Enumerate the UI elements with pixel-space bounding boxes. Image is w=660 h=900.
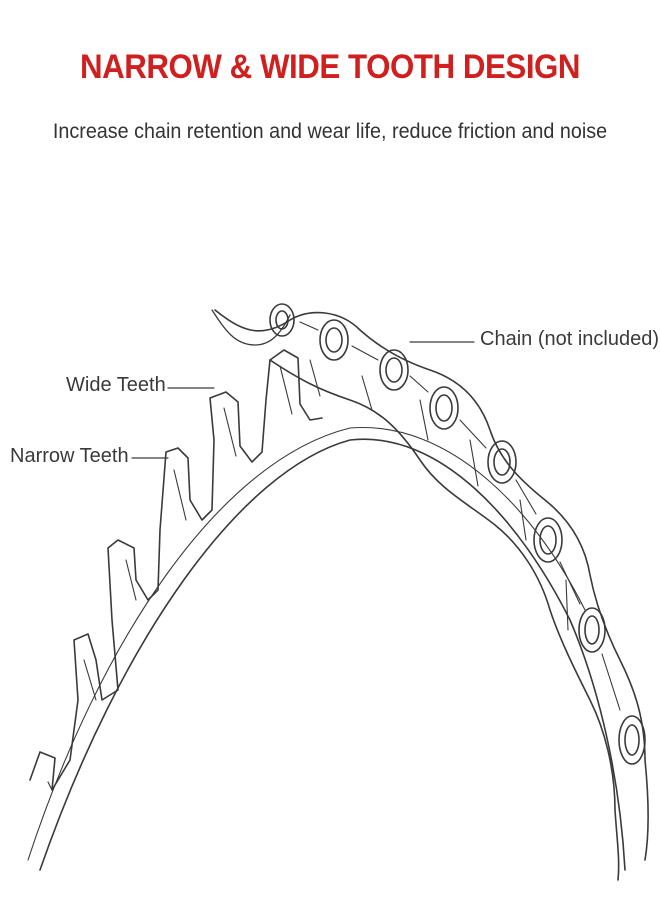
chainring-inner-bevel (27, 426, 586, 861)
chain-label: Chain (not included) (480, 328, 659, 350)
chain-inner-edge (269, 359, 620, 881)
chain-outer-edge (214, 309, 649, 861)
wide-teeth-label: Wide Teeth (66, 374, 166, 396)
narrow-teeth-label: Narrow Teeth (10, 445, 129, 467)
page-subtitle: Increase chain retention and wear life, … (52, 120, 608, 143)
chain-rollers (269, 303, 646, 765)
chainring-inner-edge (39, 438, 626, 871)
chain-plate-lines (299, 321, 621, 711)
page-title: NARROW & WIDE TOOTH DESIGN (79, 48, 581, 86)
chainring-teeth-outline (29, 349, 323, 791)
chainring-teeth-bevel (47, 365, 293, 791)
chain-top-link (211, 309, 291, 346)
chain (211, 303, 649, 881)
